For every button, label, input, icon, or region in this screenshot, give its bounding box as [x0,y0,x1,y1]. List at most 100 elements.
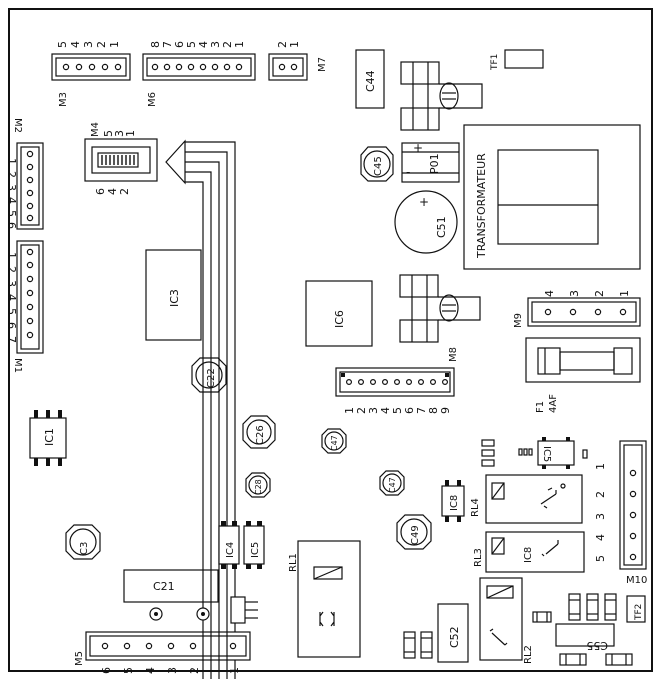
svg-text:2: 2 [5,171,18,178]
svg-text:5: 5 [5,210,18,217]
svg-text:3: 3 [113,130,126,137]
svg-text:RL3: RL3 [473,548,484,567]
m3-label: M3 [58,92,69,107]
chip-ic5-right: IC5 [537,437,588,469]
relay-rl4: RL4 [470,474,583,524]
smd-pads-c52 [403,631,433,659]
m3-pin-4: 2 [95,41,108,48]
capacitor-c28: C28 [245,472,271,498]
svg-text:TF2: TF2 [634,604,644,621]
svg-text:C51: C51 [435,216,448,238]
svg-text:4: 4 [5,197,18,204]
svg-text:+: + [413,141,423,155]
m6-pin-7: 7 [161,41,174,48]
svg-text:1: 1 [618,290,631,297]
m6-label: M6 [147,92,158,107]
svg-text:IC6: IC6 [333,310,346,328]
svg-text:2: 2 [188,667,201,674]
svg-text:C49: C49 [410,525,421,545]
m6-pin-6: 6 [173,41,186,48]
capacitor-c47-upper: C47 [321,428,347,454]
svg-text:RL1: RL1 [288,553,299,572]
svg-text:C28: C28 [254,479,263,495]
capacitor-c26: C26 [242,415,276,449]
m3-pin-1: 5 [56,41,69,48]
svg-text:C3: C3 [79,542,90,555]
svg-text:2: 2 [5,266,18,273]
svg-text:1: 1 [5,252,18,259]
svg-text:C55: C55 [586,639,608,652]
svg-text:C44: C44 [364,70,377,92]
svg-text:C47: C47 [330,435,339,451]
transformer-label: TRANSFORMATEUR [475,153,488,259]
svg-text:4: 4 [144,667,157,674]
svg-text:IC4: IC4 [225,542,236,558]
svg-text:IC1: IC1 [43,428,56,446]
chip-ic8-upper: IC8 [441,480,465,522]
smd-pads-group [481,439,533,467]
potentiometer-p01: + - P01 [401,141,460,183]
component-tf2: TF2 [626,595,646,623]
relay-rl1: RL1 [288,540,361,658]
svg-text:2: 2 [594,491,607,498]
svg-text:2: 2 [593,290,606,297]
m6-pin-4: 4 [197,41,210,48]
svg-text:7: 7 [5,336,18,343]
svg-text:P01: P01 [428,153,441,174]
svg-text:6: 6 [100,667,113,674]
capacitor-c22: C22 [191,357,227,393]
fuse-f1: F1 4AF [525,337,641,413]
connector-m9: 4 3 2 1 M9 [513,290,641,328]
svg-text:2: 2 [118,188,131,195]
capacitor-c49: C49 [396,514,432,550]
svg-text:3: 3 [367,407,380,414]
svg-text:C45: C45 [373,156,384,176]
m7-label: M7 [317,57,328,72]
svg-text:4: 4 [543,290,556,297]
capacitor-c3: C3 [65,524,101,560]
m7-pin-2: 2 [276,41,289,48]
svg-text:5: 5 [594,555,607,562]
svg-text:C52: C52 [448,626,461,648]
m3-pin-5: 1 [108,41,121,48]
smd-pads-c55-top [568,593,617,621]
svg-text:2: 2 [355,407,368,414]
transistor [230,596,258,624]
svg-text:IC5: IC5 [541,446,552,462]
svg-text:-: - [406,165,410,179]
svg-text:IC5: IC5 [250,542,261,558]
regulator-block-bottom [399,274,481,343]
connector-m3: 5 4 3 2 1 M3 [51,41,131,107]
smd-pad-rl2 [532,611,552,623]
svg-text:1: 1 [228,667,241,674]
svg-text:1: 1 [594,463,607,470]
capacitor-c44: C44 [355,49,385,109]
svg-text:TF1: TF1 [490,54,500,71]
svg-text:8: 8 [427,407,440,414]
svg-text:C26: C26 [255,425,266,445]
svg-text:3: 3 [5,184,18,191]
m1-label: M1 [12,358,23,373]
m2-label: M2 [12,118,23,133]
m6-pin-5: 5 [185,41,198,48]
svg-text:4AF: 4AF [548,394,559,413]
connector-m1: 1 2 3 4 5 6 7 M1 [5,240,44,373]
svg-text:3: 3 [5,280,18,287]
capacitor-c47-lower: C47 [379,470,405,496]
board-outline [8,8,653,672]
m10-label: M10 [626,575,647,586]
svg-text:1: 1 [124,130,137,137]
m6-pin-3: 3 [209,41,222,48]
regulator-block-top [400,61,483,131]
svg-text:3: 3 [166,667,179,674]
m3-pin-3: 3 [82,41,95,48]
connector-m6: 8 7 6 5 4 3 2 1 M6 [142,41,256,107]
m6-pin-2: 2 [221,41,234,48]
svg-text:3: 3 [568,290,581,297]
connector-m10: 1 2 3 4 5 M10 [594,440,647,586]
svg-text:+: + [419,195,429,209]
svg-text:IC8: IC8 [523,547,534,563]
svg-text:F1: F1 [535,401,546,413]
capacitor-c52: C52 [437,603,469,663]
